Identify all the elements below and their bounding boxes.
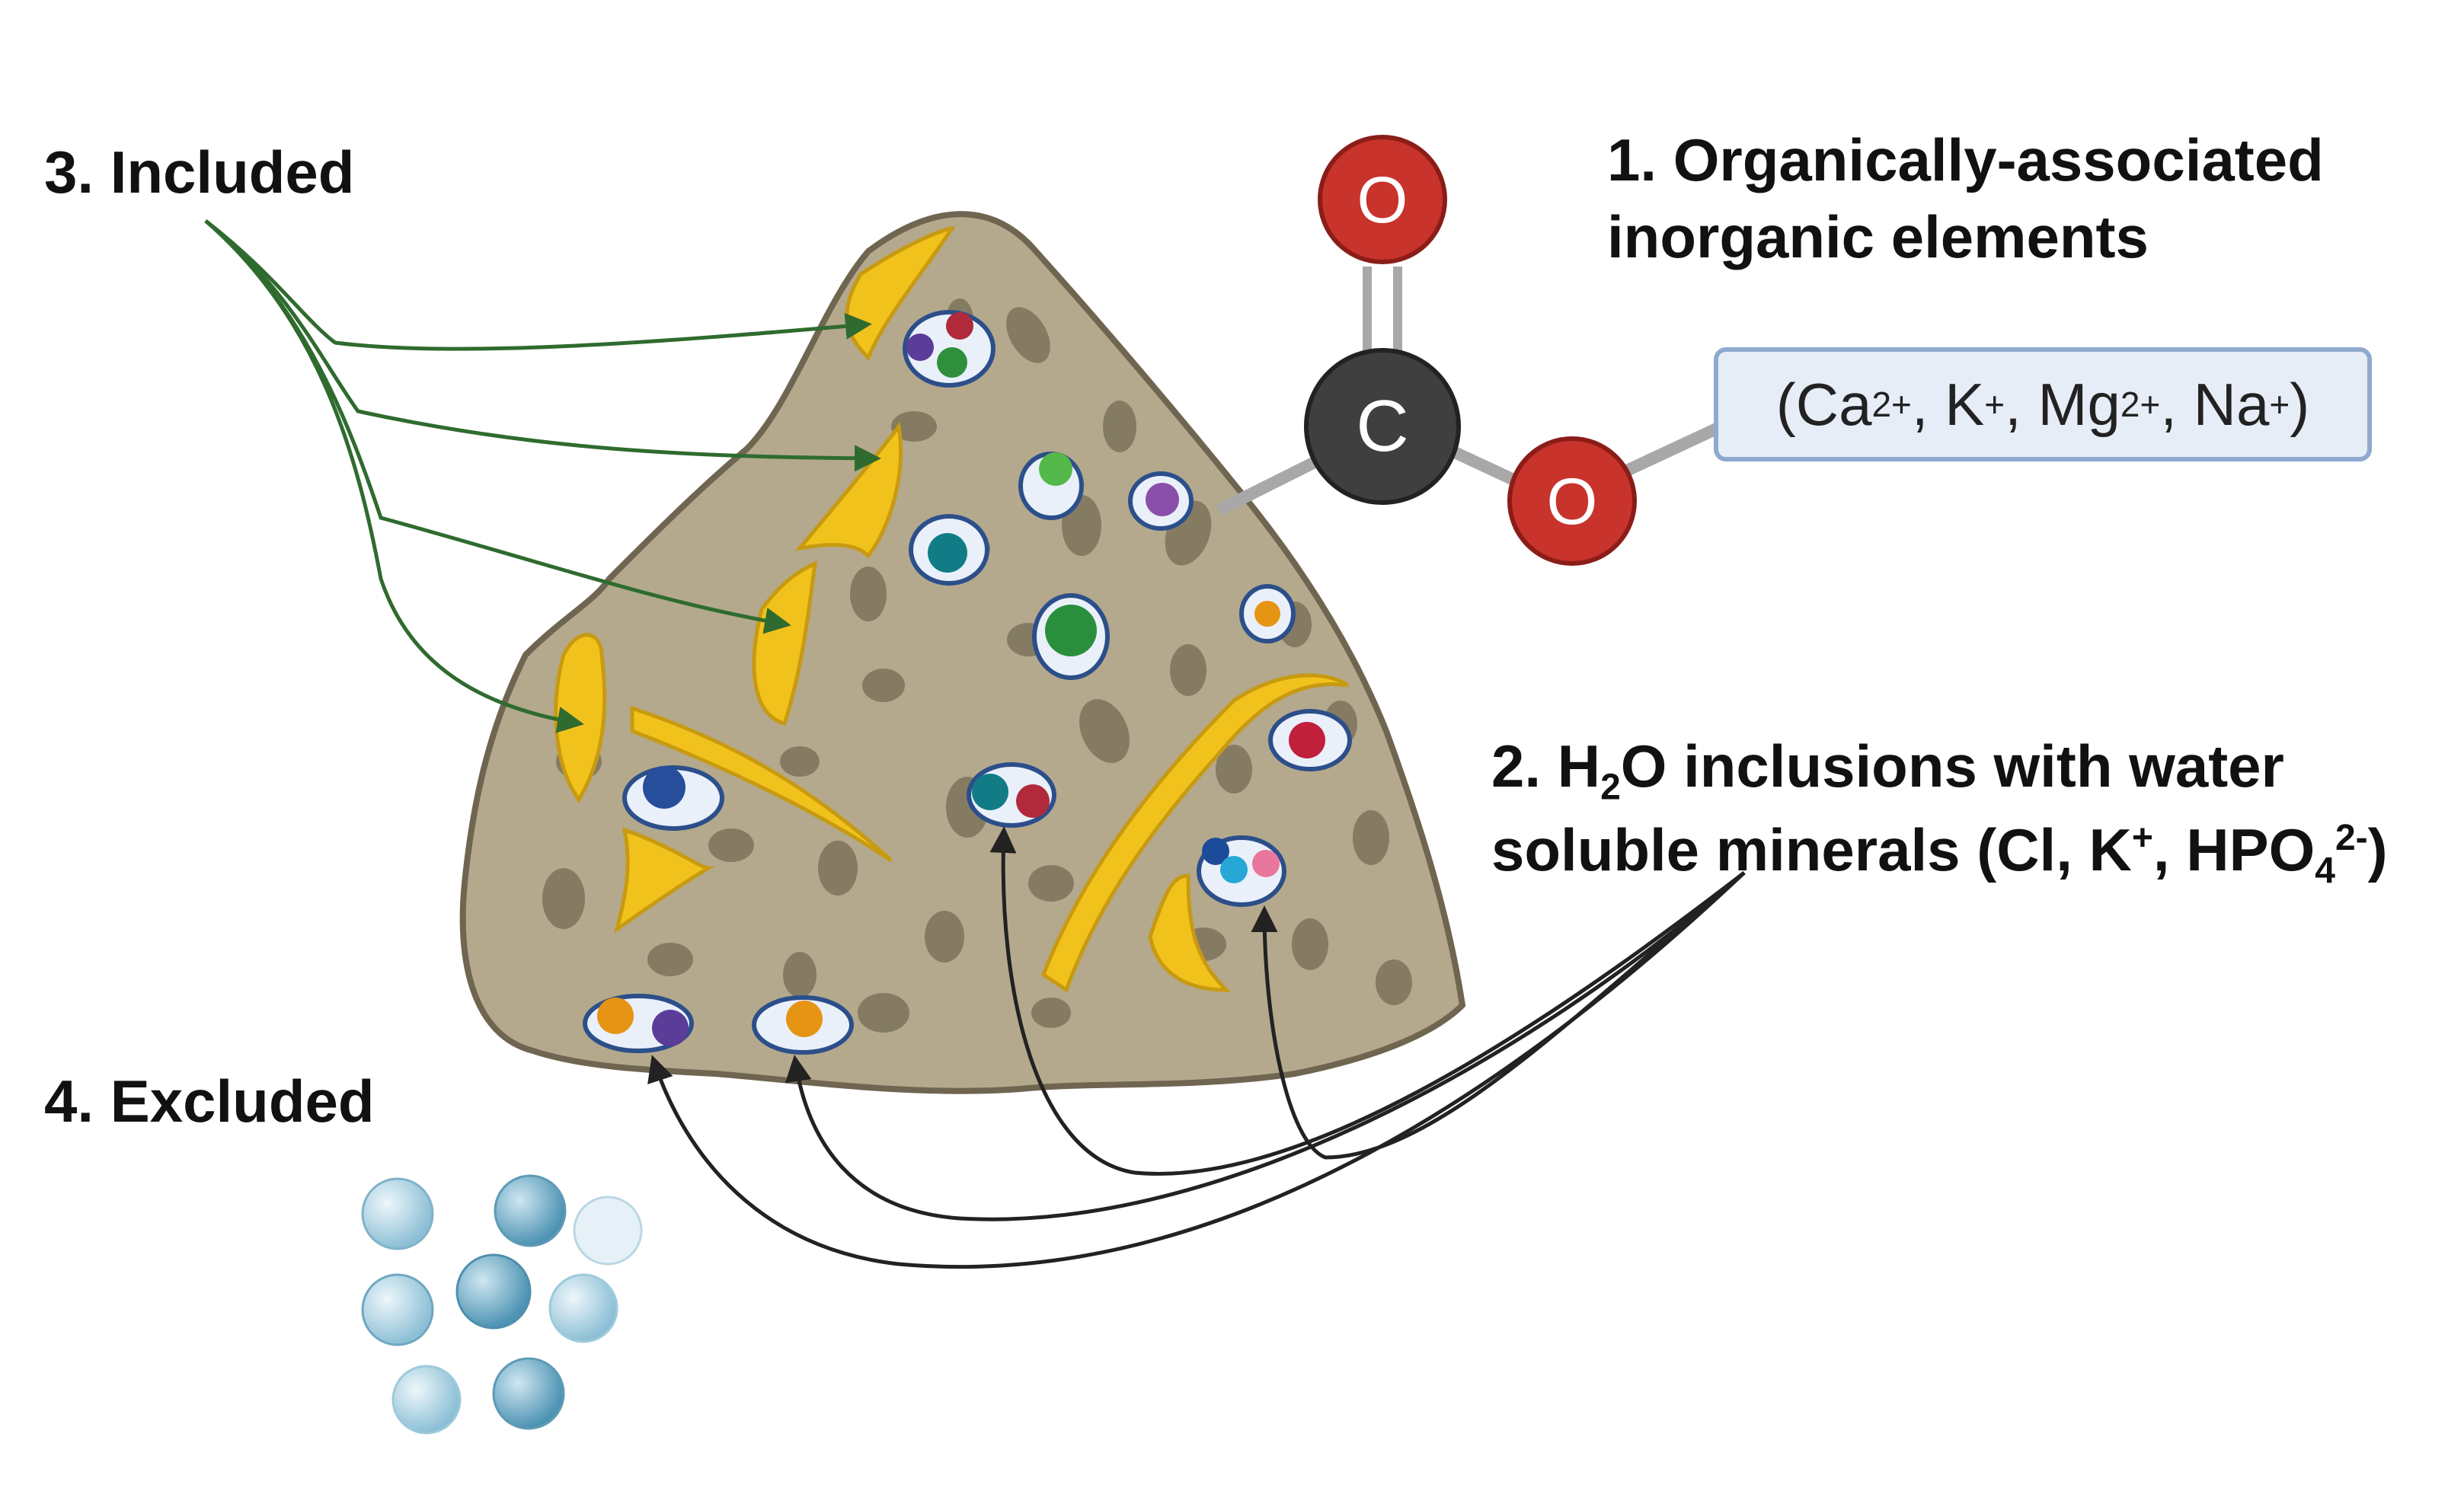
mineral-flake-7	[1040, 673, 1350, 993]
included-arrow-4	[204, 219, 584, 733]
organic-label-line2: inorganic elements	[1607, 203, 2149, 271]
oxygen-top-label: O	[1357, 164, 1408, 237]
pocket-purple	[1128, 471, 1194, 531]
mineral-flake-6	[614, 827, 715, 934]
included-arrows	[204, 219, 881, 733]
oxygen-atom-top	[1318, 135, 1447, 264]
inclusion-arrow-3	[989, 826, 1746, 1176]
inclusion-arrow-2	[785, 871, 1746, 1221]
pocket-teal-red	[967, 762, 1056, 828]
pocket-teal	[909, 514, 989, 586]
mineral-flake-8	[1148, 873, 1232, 992]
inclusions-label-line2: soluble minerals (Cl, K+, HPO42-)	[1491, 816, 2388, 892]
organic-label-line1: 1. Organically-associated	[1607, 126, 2324, 193]
mineral-flake-5	[630, 705, 893, 863]
carboxyl-molecule: O C O	[1216, 135, 1724, 566]
pocket-orange	[752, 995, 854, 1055]
pocket-red	[1268, 709, 1352, 771]
oxygen-side-label: O	[1547, 465, 1598, 538]
inclusion-pockets	[583, 310, 1352, 1055]
pocket-top	[903, 310, 996, 388]
included-arrow-1	[204, 219, 872, 351]
pocket-green-large	[1032, 593, 1110, 680]
carbon-label: C	[1356, 385, 1408, 467]
included-label: 3. Included	[44, 139, 355, 206]
pocket-orange-small	[1239, 584, 1296, 643]
pocket-green-small	[1018, 452, 1084, 520]
inclusions-label: 2. H2O inclusions with water soluble min…	[1491, 728, 2388, 896]
excluded-label: 4. Excluded	[44, 1068, 375, 1135]
pocket-multi	[1197, 835, 1286, 907]
included-arrow-2	[204, 219, 881, 472]
oxygen-atom-side	[1507, 436, 1637, 566]
excluded-water-beads	[361, 1174, 643, 1435]
inclusion-arrows	[647, 826, 1746, 1269]
carbon-atom	[1304, 348, 1461, 505]
inclusion-arrow-4	[1251, 871, 1746, 1160]
pocket-orange-purple	[583, 994, 694, 1053]
pocket-blue	[622, 765, 724, 831]
inclusions-label-line1: 2. H2O inclusions with water	[1491, 733, 2284, 808]
organic-label: 1. Organically-associated inorganic elem…	[1607, 122, 2324, 276]
mineral-flake-3	[752, 560, 818, 726]
